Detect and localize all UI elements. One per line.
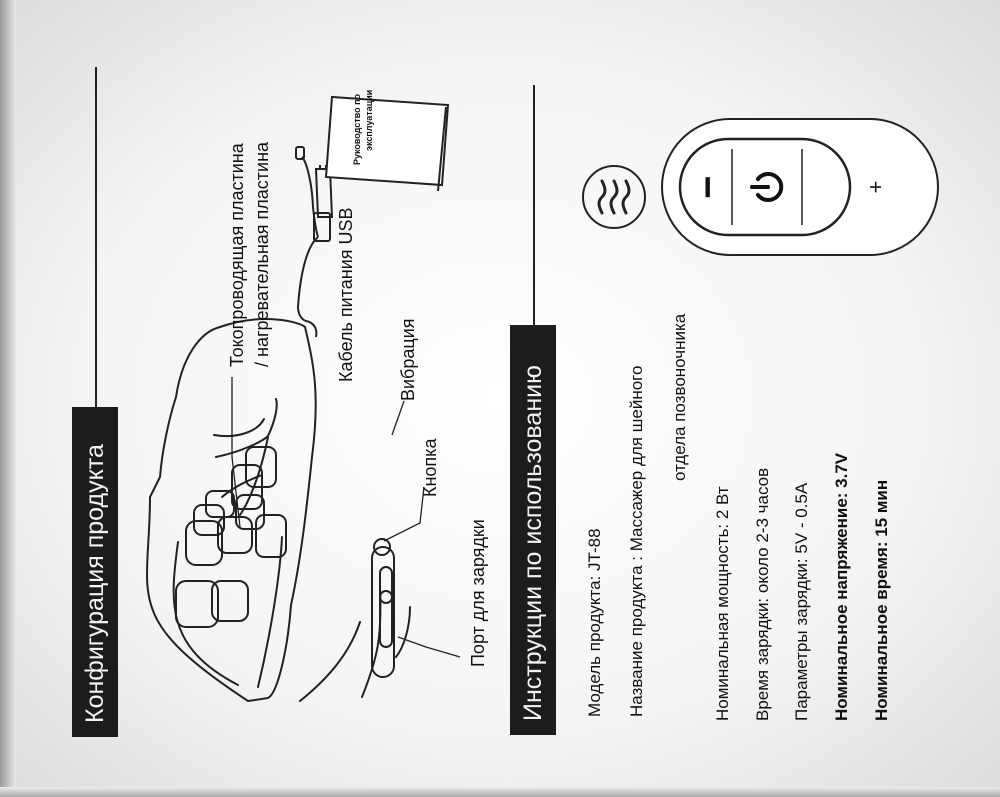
power-icon <box>750 172 784 202</box>
control-panel: − + <box>660 117 940 257</box>
spec-charge-time: Время зарядки: около 2-3 часов <box>753 467 772 721</box>
manual-title-line1: Руководство по <box>352 93 362 165</box>
label-vibration: Вибрация <box>398 318 418 401</box>
spec-name-cont: отдела позвоночника <box>670 313 689 481</box>
label-usb-cable: Кабель питания USB <box>336 207 356 382</box>
spec-voltage: Номинальное напряжение: 3.7V <box>832 452 851 721</box>
instructions-header: Инструкции по использованию <box>510 325 556 735</box>
label-button: Кнопка <box>420 438 440 497</box>
plus-button[interactable]: + <box>856 153 896 221</box>
minus-label: − <box>686 175 730 199</box>
spec-charge-params: Параметры зарядки: 5V - 0.5A <box>792 482 811 721</box>
label-charging-port: Порт для зарядки <box>468 519 488 667</box>
instructions-title: Инструкции по использованию <box>518 365 547 721</box>
spec-time: Номинальное время: 15 мин <box>872 479 891 721</box>
minus-button[interactable]: − <box>686 153 730 221</box>
label-plate-line1: Токопроводящая пластина <box>227 143 247 367</box>
plus-label: + <box>863 180 888 194</box>
instructions-rule <box>533 85 535 325</box>
paper-edge-bottom <box>0 787 1000 797</box>
spec-model: Модель продукта: JT-88 <box>585 528 604 717</box>
paper-edge-left <box>0 0 16 797</box>
power-button[interactable] <box>738 153 798 221</box>
spec-name: Название продукта : Массажер для шейного <box>627 365 646 717</box>
heat-waves-icon <box>582 165 646 229</box>
label-plate-line2: / нагревательная пластина <box>252 141 272 367</box>
manual-title-line2: эксплуатации <box>364 89 374 151</box>
spec-power: Номинальная мощность: 2 Вт <box>713 486 732 721</box>
